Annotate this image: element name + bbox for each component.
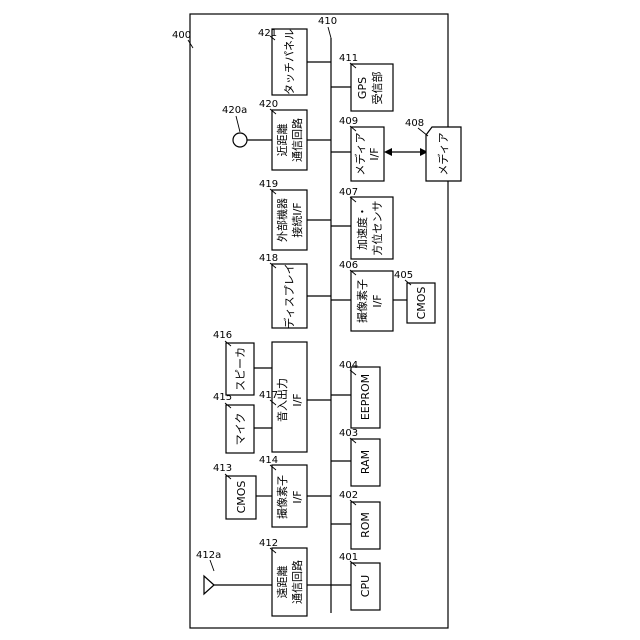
imaging-if-lower-label-2: I/F bbox=[371, 294, 384, 307]
short-comm-label-2: 通信回路 bbox=[291, 118, 304, 162]
ref-401: 401 bbox=[339, 552, 358, 563]
imaging-if-upper-label-2: I/F bbox=[291, 490, 304, 503]
cmos-top-label: CMOS bbox=[235, 481, 248, 514]
ref-409: 409 bbox=[339, 116, 358, 127]
ram-label: RAM bbox=[359, 450, 372, 474]
ref-413: 413 bbox=[213, 463, 232, 474]
ref-414: 414 bbox=[259, 455, 278, 466]
ref-419: 419 bbox=[259, 179, 278, 190]
ext-device-label-2: 接続I/F bbox=[290, 202, 304, 237]
ref-402: 402 bbox=[339, 490, 358, 501]
ref-403: 403 bbox=[339, 428, 358, 439]
ref-406: 406 bbox=[339, 260, 358, 271]
ref-411: 411 bbox=[339, 53, 358, 64]
ref-408: 408 bbox=[405, 118, 424, 129]
ref-420: 420 bbox=[259, 99, 278, 110]
antenna-icon bbox=[204, 576, 214, 594]
ref-418: 418 bbox=[259, 253, 278, 264]
lead-420a bbox=[236, 116, 240, 132]
ref-412: 412 bbox=[259, 538, 278, 549]
accel-sensor-label-2: 方位センサ bbox=[370, 201, 384, 256]
media-arrow-head-left bbox=[384, 148, 392, 156]
long-comm-label-1: 遠距離 bbox=[275, 566, 289, 599]
lead-408 bbox=[418, 128, 428, 136]
ref-420a: 420a bbox=[222, 105, 247, 116]
audio-if-label-2: I/F bbox=[291, 393, 304, 406]
ext-device-label-1: 外部機器 bbox=[275, 198, 289, 242]
media-if-label-2: I/F bbox=[368, 147, 381, 160]
imaging-if-upper-label-1: 撮像素子 bbox=[275, 475, 289, 519]
short-comm-label-1: 近距離 bbox=[275, 124, 289, 157]
media-if-label-1: メディア bbox=[353, 132, 367, 175]
accel-sensor-label-1: 加速度・ bbox=[355, 206, 369, 250]
ref-405: 405 bbox=[394, 270, 413, 281]
ref-421: 421 bbox=[258, 28, 277, 39]
ref-417: 417 bbox=[259, 390, 278, 401]
ref-400: 400 bbox=[172, 30, 191, 41]
cpu-label: CPU bbox=[359, 575, 372, 597]
media-label: メディア bbox=[436, 132, 450, 175]
rom-label: ROM bbox=[359, 512, 372, 538]
display-label: ディスプレイ bbox=[282, 263, 296, 328]
gps-label-1: GPS bbox=[356, 77, 369, 99]
ref-412a: 412a bbox=[196, 550, 221, 561]
ref-407: 407 bbox=[339, 187, 358, 198]
mic-label: マイク bbox=[234, 413, 247, 446]
long-comm-label-2: 通信回路 bbox=[291, 560, 304, 604]
eeprom-label: EEPROM bbox=[359, 374, 372, 420]
short-antenna-icon bbox=[233, 133, 247, 147]
touch-panel-label: タッチパネル bbox=[283, 29, 296, 95]
imaging-if-lower-label-1: 撮像素子 bbox=[355, 279, 369, 323]
ref-404: 404 bbox=[339, 360, 358, 371]
ref-416: 416 bbox=[213, 330, 232, 341]
ref-410: 410 bbox=[318, 16, 337, 27]
speaker-label: スピーカ bbox=[234, 347, 247, 391]
lead-412a bbox=[210, 560, 214, 571]
lead-410 bbox=[328, 27, 331, 38]
gps-label-2: 受信部 bbox=[370, 72, 384, 105]
cmos-main-label: CMOS bbox=[415, 287, 428, 320]
